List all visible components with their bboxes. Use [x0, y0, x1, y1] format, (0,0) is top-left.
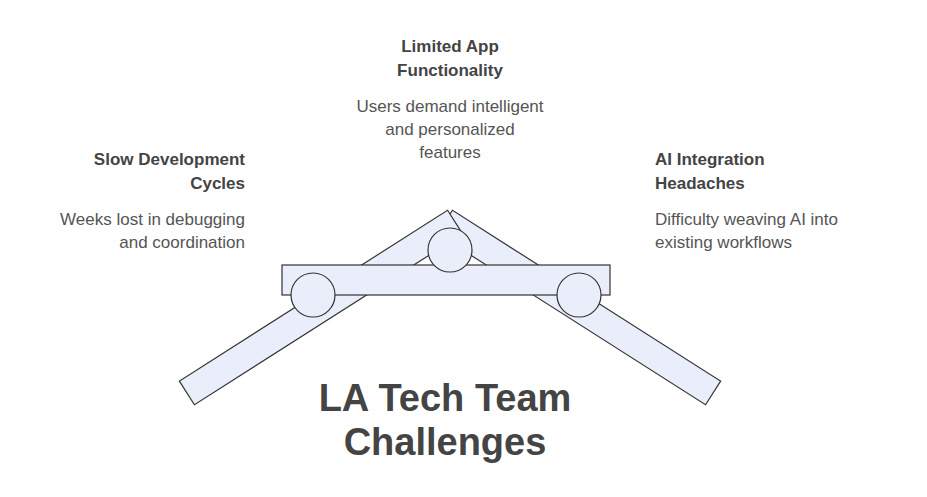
challenge-description: Weeks lost in debugging and coordination [35, 208, 245, 254]
challenge-heading: AI Integration Headaches [655, 148, 805, 196]
challenge-description: Users demand intelligent and personalize… [355, 95, 545, 164]
challenge-heading: Slow Development Cycles [65, 148, 245, 196]
diagram-title: LA Tech Team Challenges [300, 376, 590, 464]
challenge-heading: Limited App Functionality [365, 35, 535, 83]
right-joint [557, 273, 601, 317]
challenge-description: Difficulty weaving AI into existing work… [655, 208, 870, 254]
left-joint [291, 273, 335, 317]
top-joint [428, 228, 472, 272]
